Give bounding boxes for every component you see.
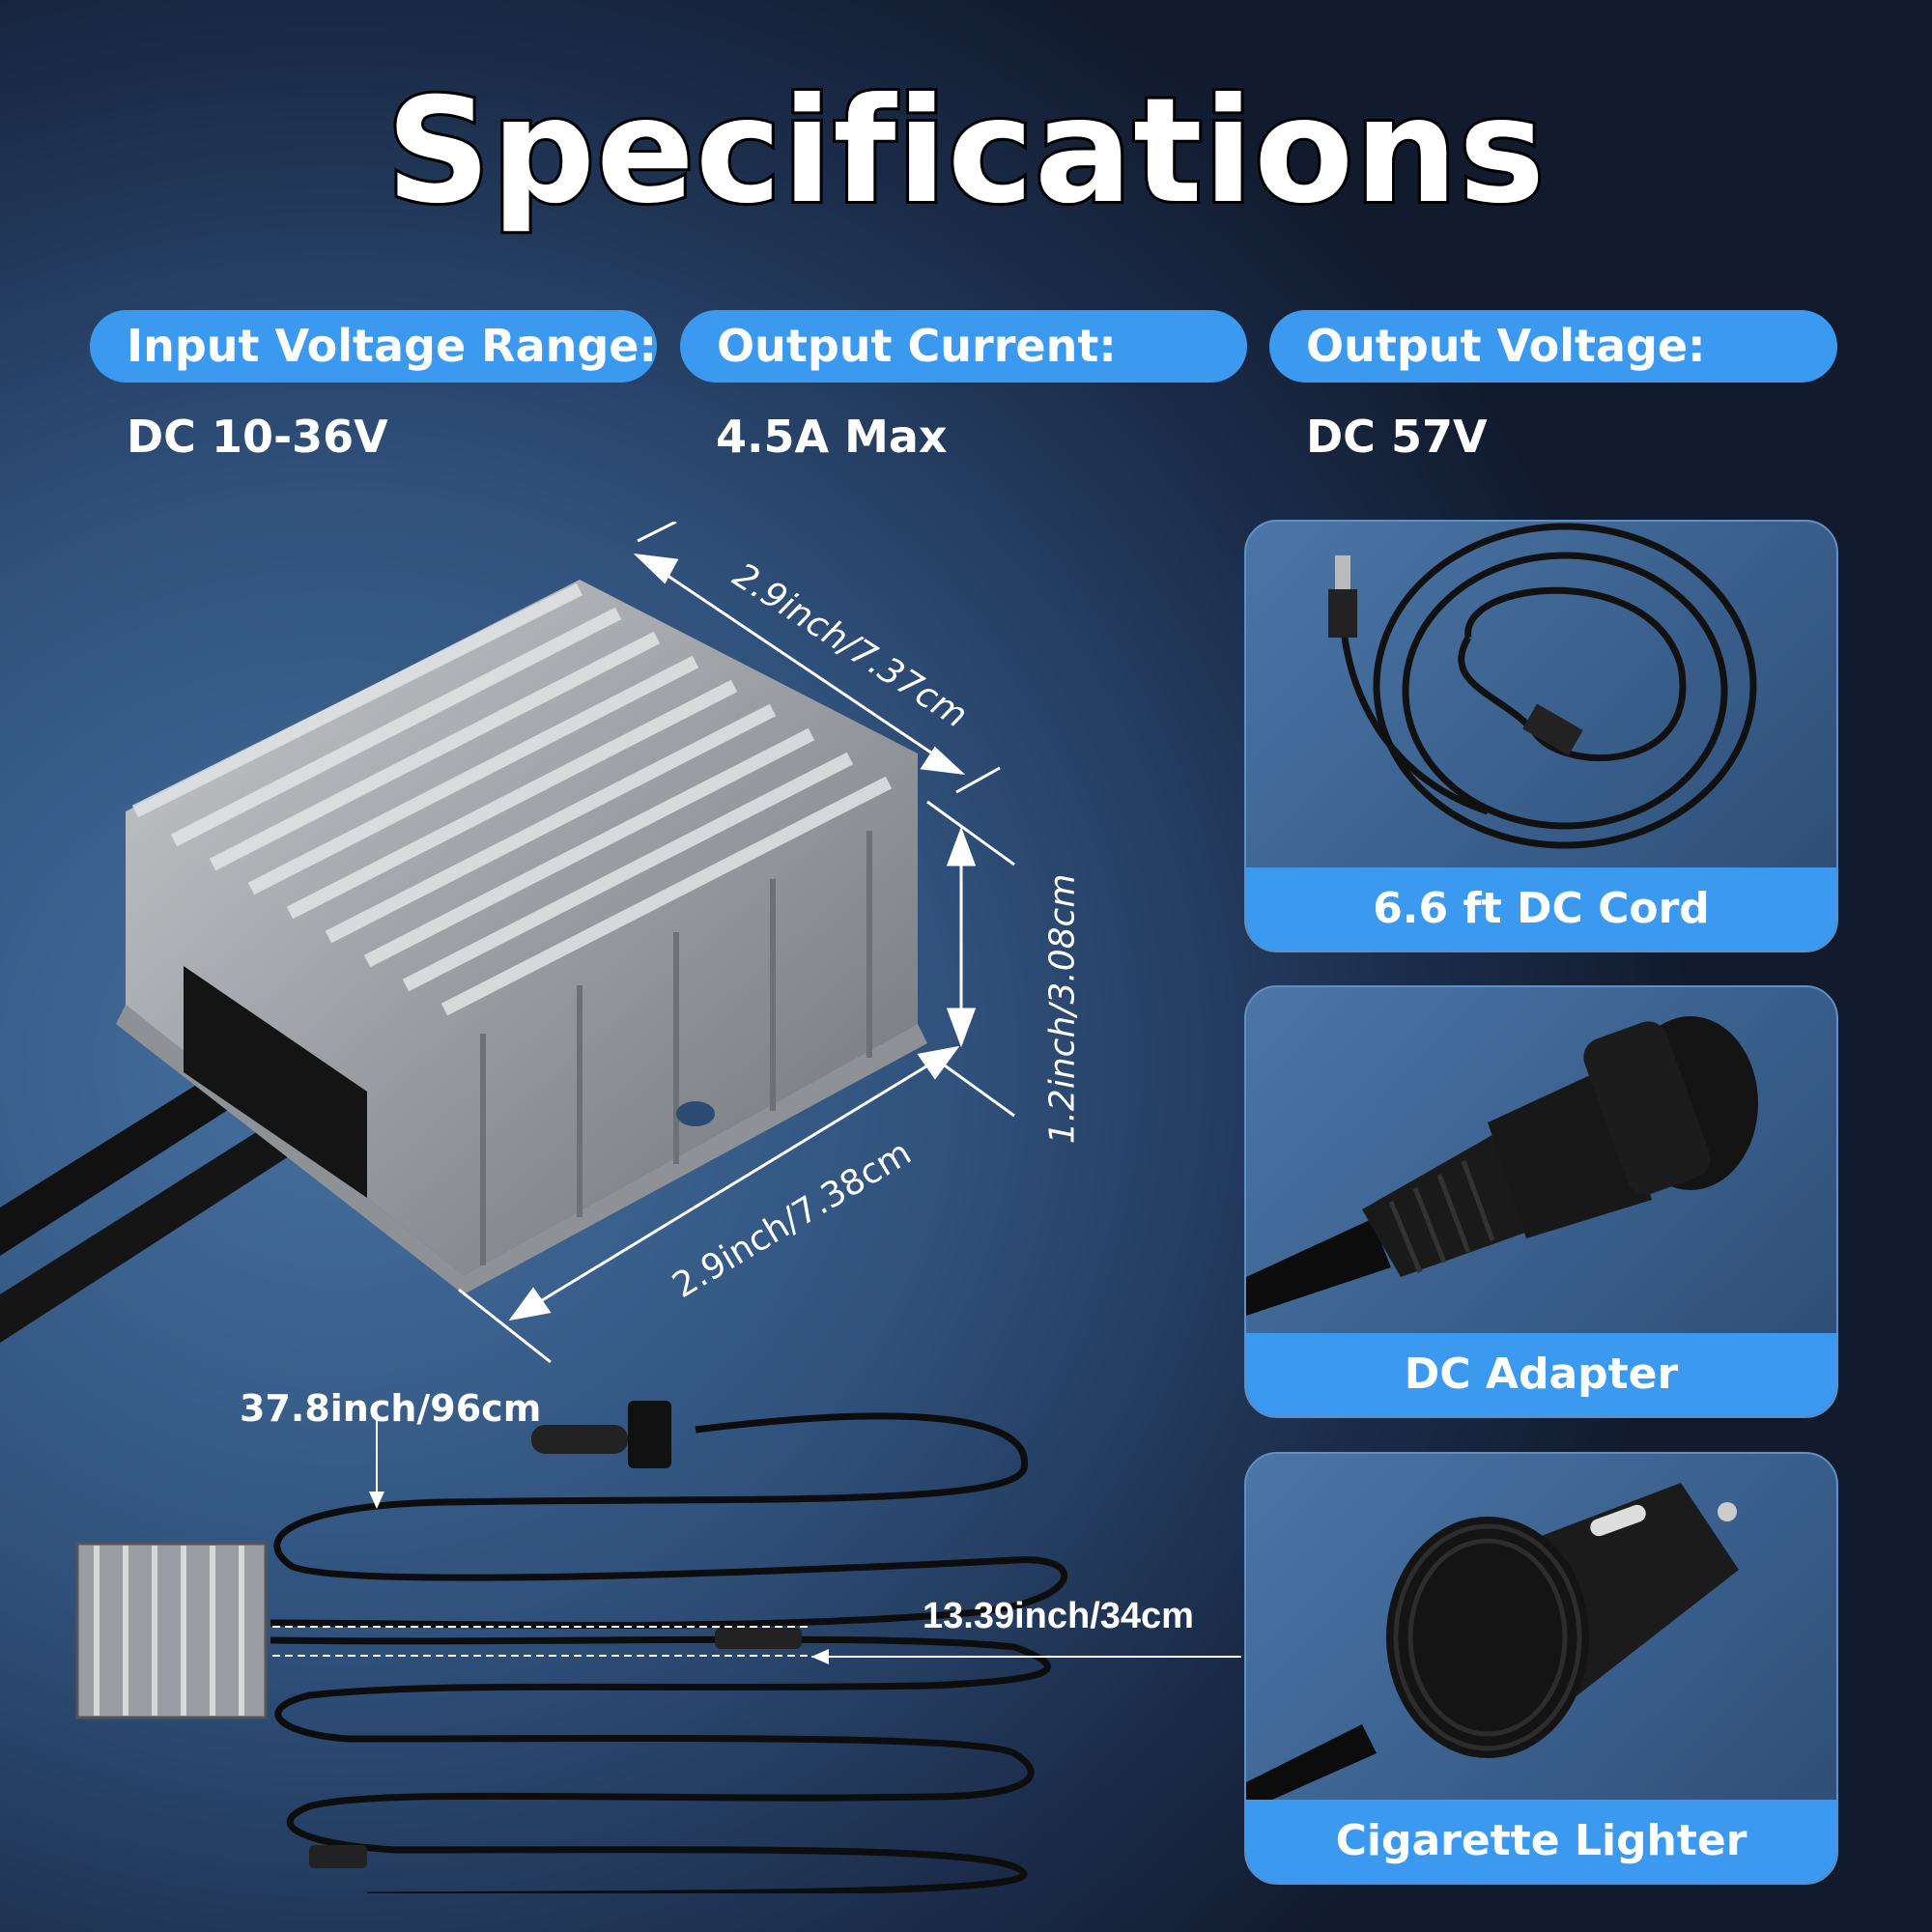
cable-layout-illustration xyxy=(75,1401,1241,1893)
dc-adapter-icon xyxy=(1246,1016,1758,1316)
spec-value-input-voltage: DC 10-36V xyxy=(127,411,388,463)
accessory-label: DC Adapter xyxy=(1246,1333,1836,1416)
spec-value-output-voltage: DC 57V xyxy=(1306,411,1488,463)
input-cable-length-label: 37.8inch/96cm xyxy=(240,1387,542,1430)
spec-value-output-current: 4.5A Max xyxy=(716,411,948,463)
spec-label-input-voltage: Input Voltage Range: xyxy=(90,310,657,383)
dc-cord-icon xyxy=(1328,523,1757,849)
accessory-label: 6.6 ft DC Cord xyxy=(1246,867,1836,951)
converter-illustration xyxy=(0,522,1015,1364)
output-cable-length-label: 13.39inch/34cm xyxy=(923,1596,1194,1636)
dimension-height-label: 1.2inch/3.08cm xyxy=(1042,873,1083,1145)
spec-label-output-voltage: Output Voltage: xyxy=(1269,310,1837,383)
accessory-label: Cigarette Lighter Adapter xyxy=(1246,1800,1836,1883)
spec-label-output-current: Output Current: xyxy=(680,310,1247,383)
accessory-card-dc-cord: 6.6 ft DC Cord xyxy=(1244,520,1838,952)
accessory-card-dc-adapter: DC Adapter xyxy=(1244,985,1838,1418)
accessory-card-cigarette-lighter: Cigarette Lighter Adapter xyxy=(1244,1452,1838,1885)
page-title: Specifications xyxy=(384,65,1548,239)
cigarette-lighter-icon xyxy=(1246,1483,1739,1811)
